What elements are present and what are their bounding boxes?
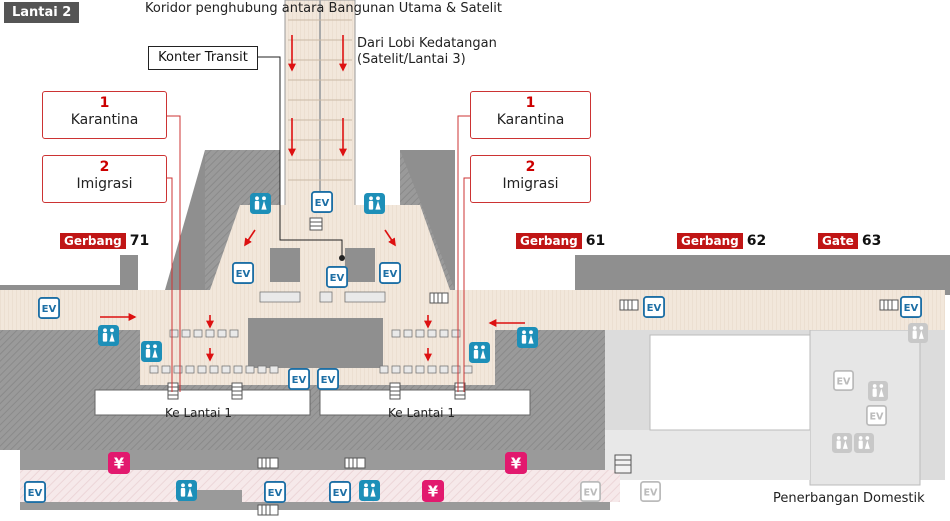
corridor-walkway-stripes — [288, 19, 352, 181]
restroom-icon — [98, 325, 119, 346]
right-quarantine-box: 1 Karantina — [470, 91, 591, 139]
booth-rows — [149, 291, 473, 374]
elevator-icon — [288, 368, 310, 390]
counter-label: Karantina — [496, 112, 565, 128]
counter-label: Karantina — [70, 112, 139, 128]
currency-exchange-icon — [422, 480, 444, 502]
restroom-icon — [517, 327, 538, 348]
gate-tag: Gerbang — [677, 233, 743, 249]
counter-number: 1 — [99, 95, 110, 111]
elevator-icon — [38, 297, 60, 319]
currency-exchange-icon — [505, 452, 527, 474]
gate-tag: Gate — [818, 233, 858, 249]
domestic-flights-label: Penerbangan Domestik — [773, 491, 925, 506]
restroom-icon — [868, 381, 888, 401]
restroom-icon — [364, 193, 385, 214]
left-immigration-box: 2 Imigrasi — [42, 155, 167, 203]
gate-tag: Gerbang — [60, 233, 126, 249]
floor-label: Lantai 2 — [4, 2, 80, 23]
counter-number: 2 — [99, 159, 110, 175]
elevator-icon — [900, 296, 922, 318]
elevator-icon — [232, 262, 254, 284]
elevator-icon — [264, 481, 286, 503]
restroom-icon — [908, 323, 928, 343]
corridor-title: Koridor penghubung antara Bangunan Utama… — [145, 1, 502, 16]
gate-number: 63 — [861, 233, 882, 249]
elevator-icon — [643, 296, 665, 318]
restroom-icon — [141, 341, 162, 362]
gate-number: 61 — [585, 233, 606, 249]
elevator-icon — [24, 481, 46, 503]
direction-arrows — [100, 35, 525, 362]
elevator-icon — [311, 191, 333, 213]
right-immigration-box: 2 Imigrasi — [470, 155, 591, 203]
counter-number: 2 — [525, 159, 536, 175]
restroom-icon — [176, 480, 197, 501]
elevator-icon — [379, 262, 401, 284]
restroom-icon — [854, 433, 874, 453]
currency-exchange-icon — [108, 452, 130, 474]
restroom-icon — [832, 433, 852, 453]
transit-counter-label: Konter Transit — [148, 46, 258, 70]
counter-label: Imigrasi — [76, 176, 133, 192]
elevator-icon — [866, 405, 887, 426]
gate-tag: Gerbang — [516, 233, 582, 249]
counter-label: Imigrasi — [502, 176, 559, 192]
elevator-icon — [580, 481, 601, 502]
arrival-lobby-label: Dari Lobi Kedatangan (Satelit/Lantai 3) — [357, 36, 497, 68]
elevator-icon — [329, 481, 351, 503]
elevator-icon — [640, 481, 661, 502]
gate-number: 62 — [746, 233, 767, 249]
elevator-icon — [317, 368, 339, 390]
arrival-lobby-line1: Dari Lobi Kedatangan — [357, 36, 497, 51]
to-floor-1-right: Ke Lantai 1 — [388, 406, 455, 420]
restroom-icon — [250, 193, 271, 214]
elevator-icon — [833, 370, 854, 391]
to-floor-1-left: Ke Lantai 1 — [165, 406, 232, 420]
arrival-lobby-line2: (Satelit/Lantai 3) — [357, 52, 466, 67]
counter-number: 1 — [525, 95, 536, 111]
left-quarantine-box: 1 Karantina — [42, 91, 167, 139]
restroom-icon — [469, 342, 490, 363]
gate-number: 71 — [129, 233, 150, 249]
elevator-icon — [326, 266, 348, 288]
escalators — [167, 217, 899, 516]
leader-lines — [166, 115, 470, 392]
transit-leader — [256, 56, 345, 261]
restroom-icon — [359, 480, 380, 501]
